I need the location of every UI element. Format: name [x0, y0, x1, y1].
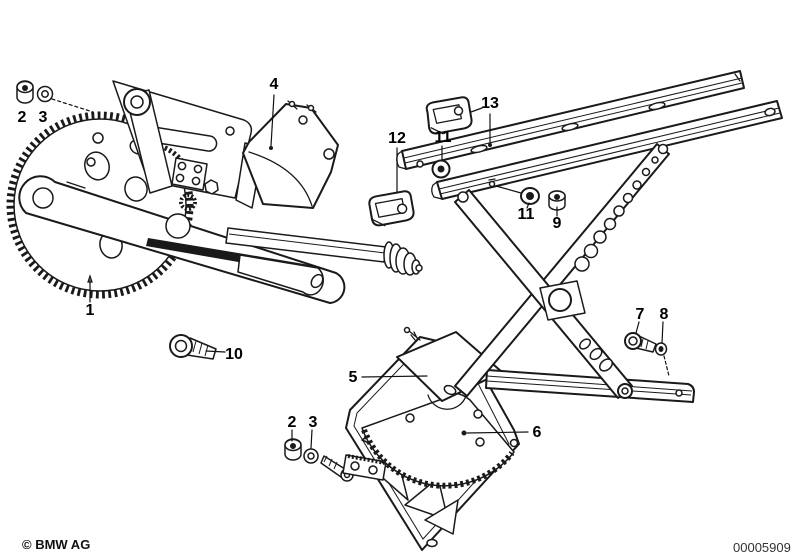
callout-4[interactable]: 4	[269, 76, 279, 93]
callout-1[interactable]: 1	[85, 302, 95, 319]
copyright-text: © BMW AG	[22, 537, 91, 552]
washer-11-right	[520, 187, 540, 205]
motor-mount-plate	[242, 100, 339, 209]
washer-11-left	[431, 159, 451, 179]
pivot-bracket	[171, 157, 208, 191]
nut-9	[548, 190, 566, 211]
base-frame	[320, 326, 520, 551]
callout-3-bottom[interactable]: 3	[308, 414, 318, 431]
guide-rails	[396, 70, 783, 200]
callout-9[interactable]: 9	[552, 215, 562, 232]
drive-rod	[225, 227, 387, 263]
washer-3-bottom	[303, 448, 319, 464]
callout-2-top[interactable]: 2	[17, 109, 27, 126]
callout-12[interactable]: 12	[388, 130, 406, 147]
callout-11-right[interactable]: 11	[517, 206, 535, 223]
scissor-pivot	[548, 288, 572, 312]
callout-5[interactable]: 5	[348, 369, 358, 386]
scissor-arms	[454, 143, 670, 399]
rail-stud	[488, 180, 496, 188]
nut-2-bottom	[284, 438, 302, 461]
washer-8	[654, 342, 668, 356]
socket-bolt-10	[169, 334, 217, 360]
slider-clip-12	[368, 190, 415, 227]
callout-7[interactable]: 7	[635, 306, 645, 323]
bolt-7	[624, 332, 657, 353]
callout-13[interactable]: 13	[481, 95, 499, 112]
callout-leader-lines	[87, 94, 670, 449]
hex-bolt	[204, 179, 219, 195]
washer-3-top	[36, 85, 54, 103]
threaded-bushing	[383, 241, 423, 276]
slider-clip-13	[425, 96, 473, 135]
callout-6[interactable]: 6	[532, 424, 542, 441]
upper-guide-rail	[401, 70, 745, 170]
nut-2-top	[16, 80, 34, 104]
callout-8[interactable]: 8	[659, 306, 669, 323]
bottom-rail	[485, 369, 695, 403]
gear-stud	[86, 157, 96, 167]
callout-11-left[interactable]: 11	[434, 129, 452, 146]
callout-10[interactable]: 10	[225, 346, 243, 363]
callout-2-bottom[interactable]: 2	[287, 414, 297, 431]
sector-gear-teeth	[6, 111, 194, 299]
gear-stud	[92, 132, 104, 144]
toothed-quadrant	[361, 392, 515, 489]
link-arm	[237, 254, 324, 296]
callout-3-top[interactable]: 3	[38, 109, 48, 126]
drawing-number: 00005909	[733, 540, 791, 555]
regulator-drive-assembly	[6, 80, 423, 304]
